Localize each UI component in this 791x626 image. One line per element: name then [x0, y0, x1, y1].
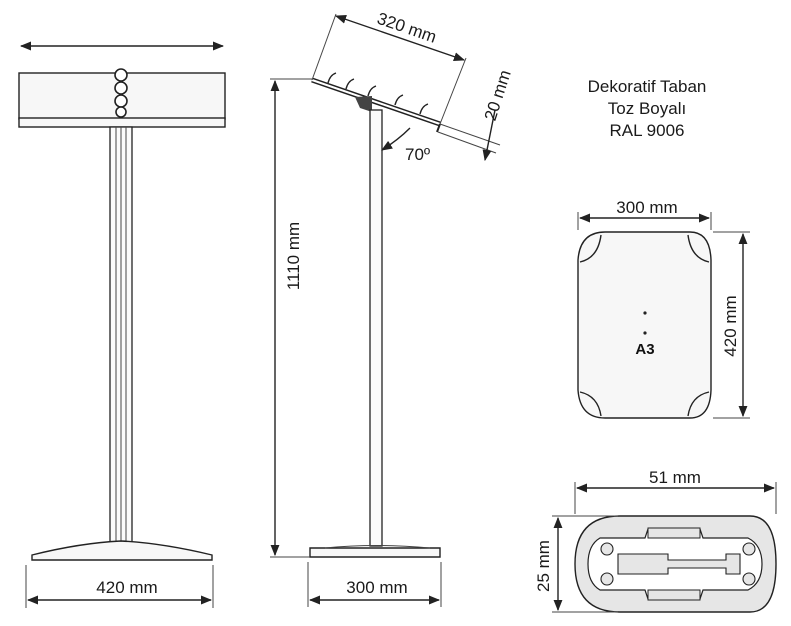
profile-section-view: 51 mm 25 mm	[534, 468, 777, 613]
plate-length-label: 420 mm	[721, 295, 740, 356]
note-line-1: Dekoratif Taban	[588, 77, 707, 96]
tilt-angle-label: 70º	[405, 145, 430, 164]
front-base	[31, 540, 213, 561]
note-line-3: RAL 9006	[610, 121, 685, 140]
base-plate-outline	[577, 231, 712, 419]
front-knobs	[114, 68, 128, 118]
plate-corner-br	[687, 391, 710, 417]
angle-arc	[381, 127, 411, 151]
dim-line-tray-length	[334, 15, 466, 61]
front-tray-lip	[18, 117, 226, 128]
dim-line-tray-lip	[482, 109, 496, 162]
front-pole	[109, 126, 133, 546]
side-base	[309, 547, 441, 558]
tray-length-label: 320 mm	[375, 9, 439, 47]
profile-width-label: 51 mm	[649, 468, 701, 487]
front-view: 420 mm	[18, 41, 226, 608]
plate-width-label: 300 mm	[616, 198, 677, 217]
front-width-label: 420 mm	[96, 578, 157, 597]
side-tray	[311, 72, 441, 133]
side-view: 70º 1110 mm 320 mm 20 mm 300 mm	[270, 9, 515, 607]
finish-note: Dekoratif Taban Toz Boyalı RAL 9006	[588, 77, 707, 140]
height-label: 1110 mm	[284, 222, 303, 290]
profile-height-label: 25 mm	[534, 540, 553, 592]
plate-corner-tr	[687, 234, 710, 263]
plate-corner-tl	[579, 234, 602, 263]
base-plate-view: A3 300 mm 420 mm	[577, 198, 750, 419]
plate-corner-bl	[579, 391, 602, 417]
tray-lip-label: 20 mm	[481, 68, 515, 123]
note-line-2: Toz Boyalı	[608, 99, 686, 118]
plate-mark: A3	[635, 341, 654, 358]
base-depth-label: 300 mm	[346, 578, 407, 597]
side-pole	[369, 109, 383, 547]
